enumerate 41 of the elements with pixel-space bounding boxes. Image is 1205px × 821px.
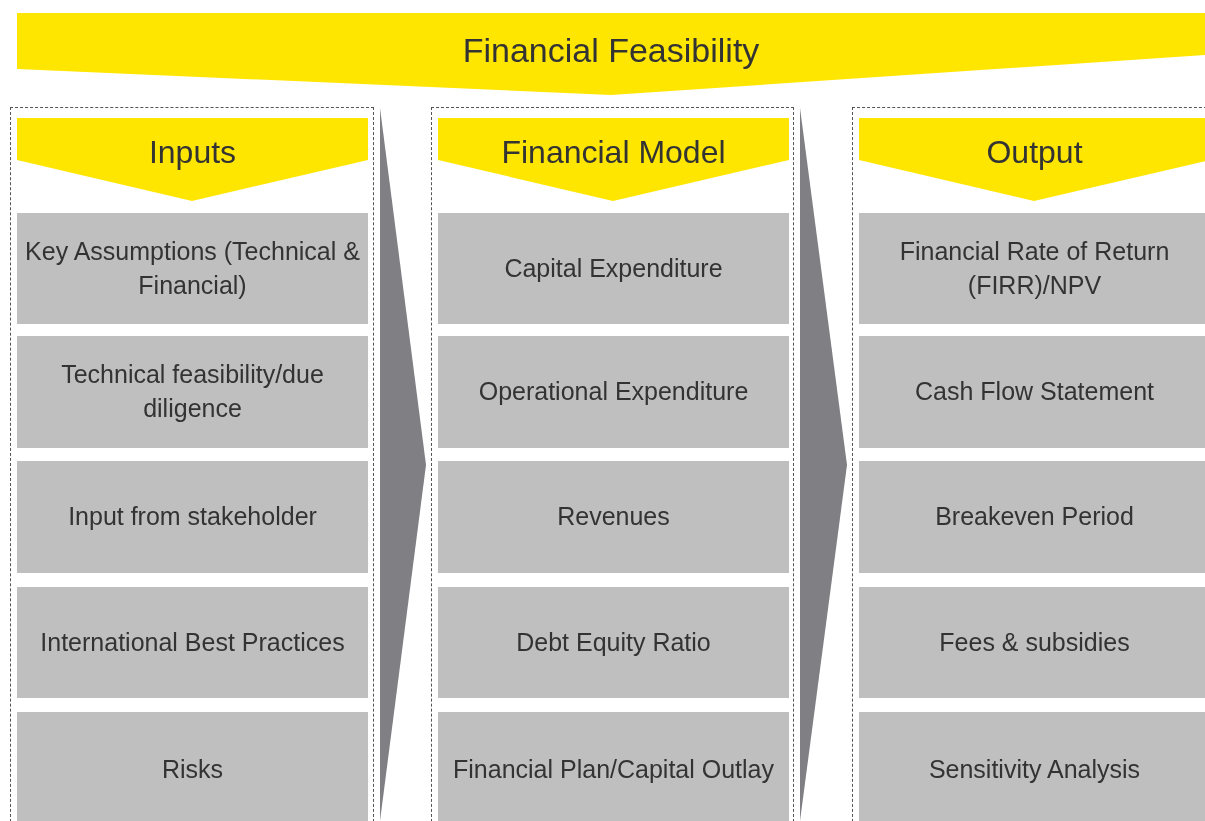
item-label: Key Assumptions (Technical & Financial) [25, 235, 360, 301]
item-label: Financial Plan/Capital Outlay [453, 753, 774, 785]
heading: Output [986, 133, 1083, 172]
heading: Financial Feasibility [462, 30, 760, 71]
item-box [17, 461, 368, 573]
item-label: Sensitivity Analysis [928, 753, 1141, 785]
dashed-group-box [852, 107, 1205, 821]
title-banner [17, 13, 1205, 95]
column-heading-banner [17, 118, 368, 201]
item-label: Debt Equity Ratio [516, 626, 711, 658]
dashed-group-box [431, 107, 794, 821]
item-box [859, 587, 1205, 698]
item-box [438, 213, 789, 324]
item-label: Technical feasibility/due diligence [60, 359, 325, 424]
dashed-group-box [10, 107, 374, 821]
item-label: International Best Practices [40, 626, 345, 658]
item-box [17, 213, 368, 324]
item-box [17, 712, 368, 821]
item-label: Operational Expenditure [478, 376, 749, 408]
item-label: Revenues [557, 501, 670, 533]
item-label: Fees & subsidies [939, 626, 1130, 658]
item-box [859, 712, 1205, 821]
item-box [438, 336, 789, 448]
item-box [859, 213, 1205, 324]
item-box [17, 587, 368, 698]
item-box [438, 712, 789, 821]
item-box [438, 587, 789, 698]
column-heading-banner [859, 118, 1205, 201]
item-box [438, 461, 789, 573]
item-label: Input from stakeholder [68, 501, 317, 533]
item-box [17, 336, 368, 448]
item-label: Financial Rate of Return (FIRR)/NPV [898, 235, 1171, 301]
item-label: Capital Expenditure [504, 252, 723, 284]
heading: Financial Model [501, 133, 726, 172]
item-label: Cash Flow Statement [915, 376, 1154, 408]
item-box [859, 336, 1205, 448]
heading: Inputs [148, 133, 237, 172]
column-heading-banner [438, 118, 789, 201]
item-label: Risks [161, 753, 224, 785]
item-label: Breakeven Period [935, 501, 1134, 533]
item-box [859, 461, 1205, 573]
